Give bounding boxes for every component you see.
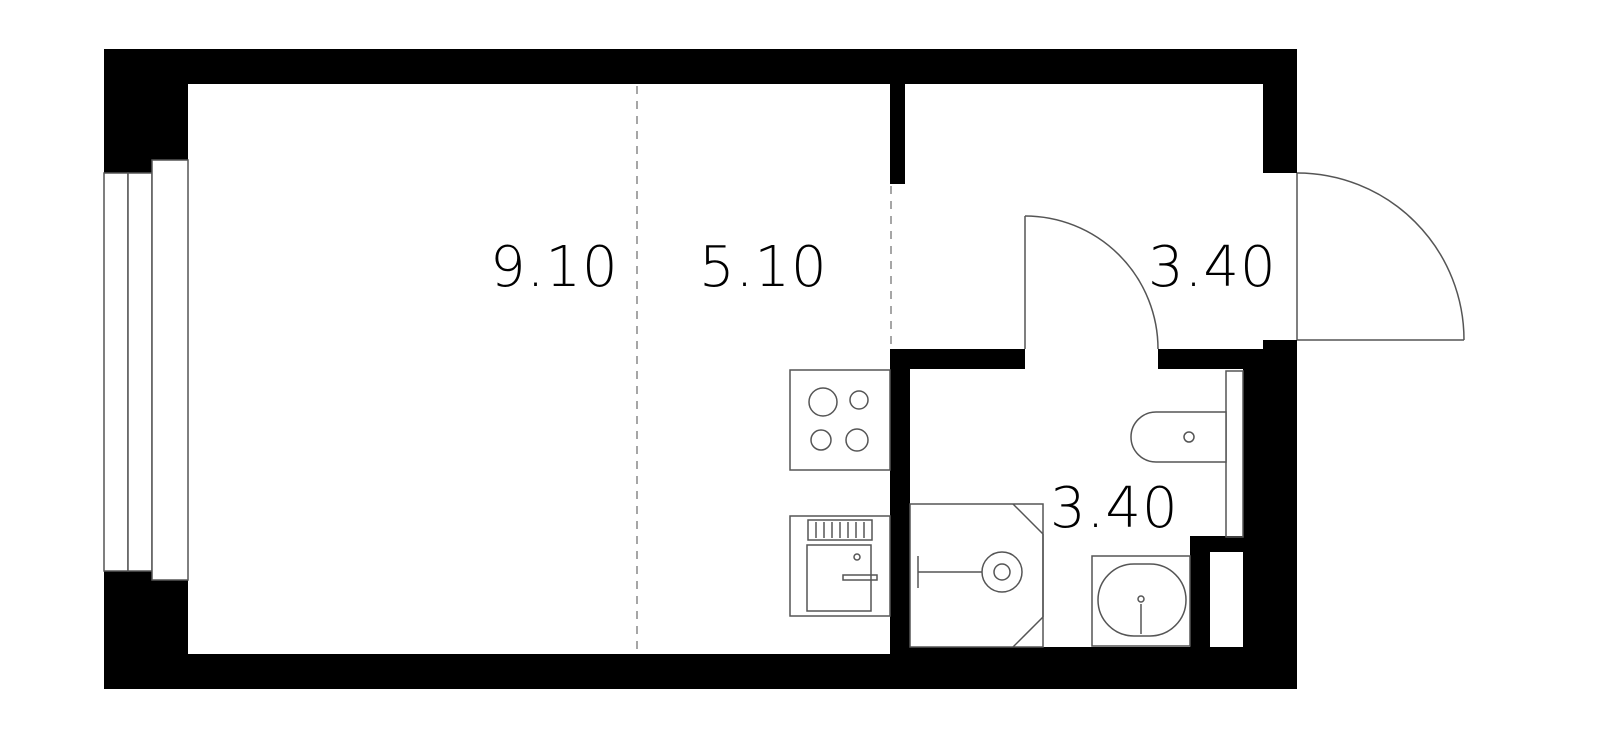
wall-shaft-left <box>1190 536 1210 654</box>
shaft <box>1210 552 1243 647</box>
hallway-area-label: 3.40 <box>1148 235 1277 300</box>
door-icon <box>1296 172 1465 341</box>
wall-partition-stub <box>890 84 905 184</box>
wall-bath-top-left <box>890 349 1025 369</box>
wall-right-upper <box>1263 49 1297 173</box>
kitchen-area-label: 5.10 <box>699 235 828 300</box>
wall-right-lower <box>1263 340 1297 689</box>
toilet-icon <box>1130 370 1244 538</box>
bathroom-area-label: 3.40 <box>1050 476 1179 541</box>
wall-top <box>104 49 1297 84</box>
stove-icon <box>789 369 891 471</box>
shower-icon <box>909 503 1044 648</box>
washbasin-icon <box>1091 555 1191 647</box>
wall-bath-right <box>1243 349 1263 654</box>
wall-left-lower <box>104 571 188 689</box>
wall-left-upper <box>104 49 188 173</box>
sink-icon <box>789 515 891 617</box>
living-area-label: 9.10 <box>490 235 619 300</box>
walls <box>104 49 1297 689</box>
wall-bath-bottom <box>890 647 1263 667</box>
bathroom-door-icon <box>1024 215 1159 350</box>
wall-bath-left <box>890 349 910 654</box>
wall-bath-top-right <box>1158 349 1263 369</box>
window-icon <box>103 159 189 581</box>
